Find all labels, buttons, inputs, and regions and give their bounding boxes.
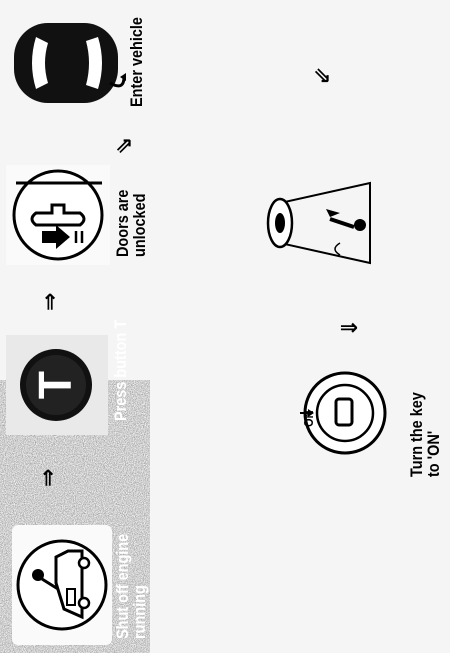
step-engine-running	[12, 525, 112, 645]
key-insert-icon	[266, 181, 371, 265]
ignition-on-mark: ON	[301, 410, 316, 427]
flow-arrow-5: ⇓	[338, 318, 363, 337]
step-press-button-label: Press button T	[111, 319, 130, 421]
button-t-icon	[20, 349, 92, 421]
step-doors-unlocked	[6, 165, 110, 265]
vehicle-icon	[14, 23, 126, 103]
step-turn-key-label-line1: Turn the key	[407, 392, 426, 477]
step-enter-vehicle-label: Enter vehicle	[127, 17, 146, 107]
button-t-letter: T	[29, 370, 81, 400]
flow-arrow-2: ⇒	[38, 292, 63, 311]
step-insert-key	[250, 163, 400, 283]
ignition-switch-icon	[300, 371, 387, 455]
door-unlock-icon	[6, 165, 110, 265]
flow-arrow-3: ⇘	[112, 136, 137, 155]
flow-arrow-4: ⇙	[310, 66, 335, 85]
step-enter-vehicle	[6, 13, 126, 113]
step-engine-label-line1: Shut off engine	[113, 533, 132, 639]
step-turn-key-label-line2: to 'ON'	[424, 430, 443, 477]
engine-running-icon	[12, 525, 112, 645]
step-press-button: T	[6, 335, 108, 435]
step-ignition-switch	[290, 363, 400, 473]
step-engine-label-line2: running	[130, 585, 149, 639]
step-doors-label-line2: unlocked	[130, 193, 149, 257]
step-doors-label-line1: Doors are	[113, 189, 132, 257]
flow-arrow-1: ⇒	[36, 468, 61, 487]
